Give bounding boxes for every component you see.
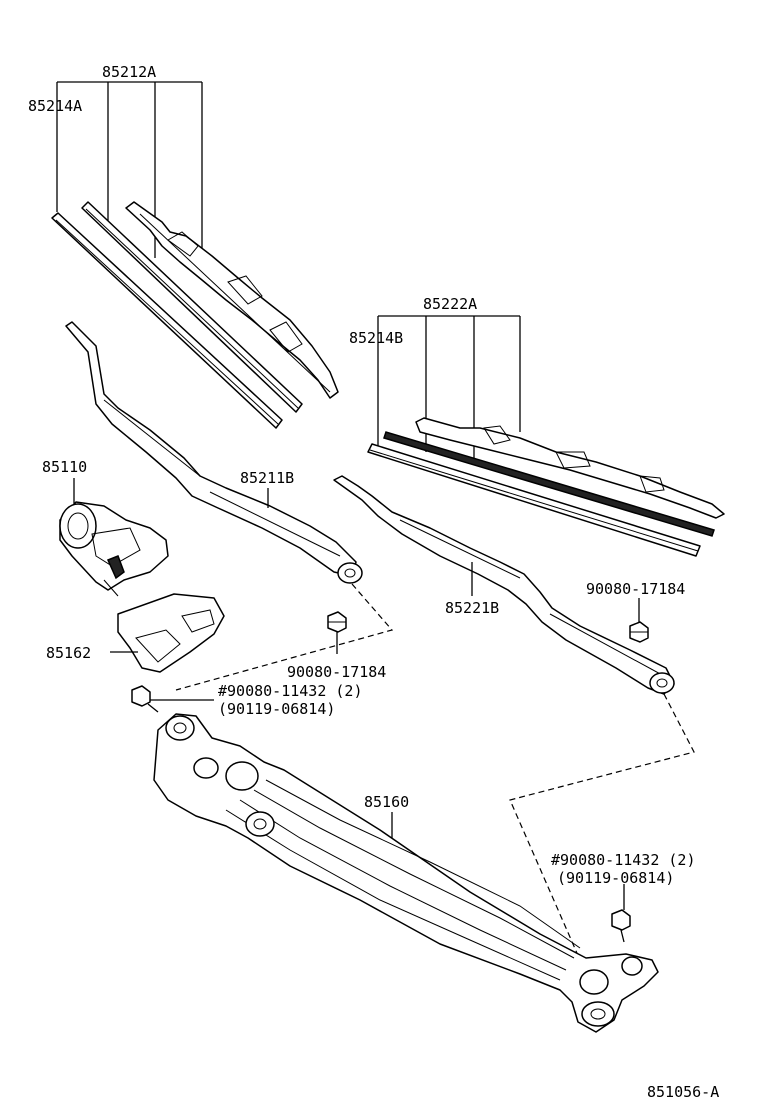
label-85214A: 85214A [28,97,82,115]
arm-right-pivot-cap [649,672,675,694]
figure-code: 851056-A [647,1083,719,1101]
label-85214B: 85214B [349,329,403,347]
label-85222A: 85222A [423,295,477,313]
label-bolt-right-part: #90080-11432 (2) [551,851,696,869]
right-blade-assembly [367,315,725,557]
nut-right [629,598,649,643]
label-bolt-right-alt: (90119-06814) [557,869,674,887]
label-85212A: 85212A [102,63,156,81]
motor-cover [110,593,225,673]
label-bolt-left-alt: (90119-06814) [218,700,335,718]
label-90080-17184-left: 90080-17184 [287,663,386,681]
blade-rubber-right [383,431,715,537]
left-blade-assembly [51,81,339,429]
bolt-right [611,884,631,943]
label-85162: 85162 [46,644,91,662]
label-85160: 85160 [364,793,409,811]
label-90080-17184-right: 90080-17184 [586,580,685,598]
label-85221B: 85221B [445,599,499,617]
nut-left [327,611,347,654]
label-85211B: 85211B [240,469,294,487]
dash-link-right [509,693,695,961]
bolt-left [131,685,214,713]
label-bolt-left-part: #90080-11432 (2) [218,682,363,700]
wiper-arm-left [65,321,363,584]
label-85110: 85110 [42,458,87,476]
wiper-arm-right [333,475,675,695]
dash-link-left [175,583,394,691]
arm-left-pivot-cap [337,562,363,584]
wiper-linkage [153,713,659,1033]
wiper-motor [59,478,169,597]
